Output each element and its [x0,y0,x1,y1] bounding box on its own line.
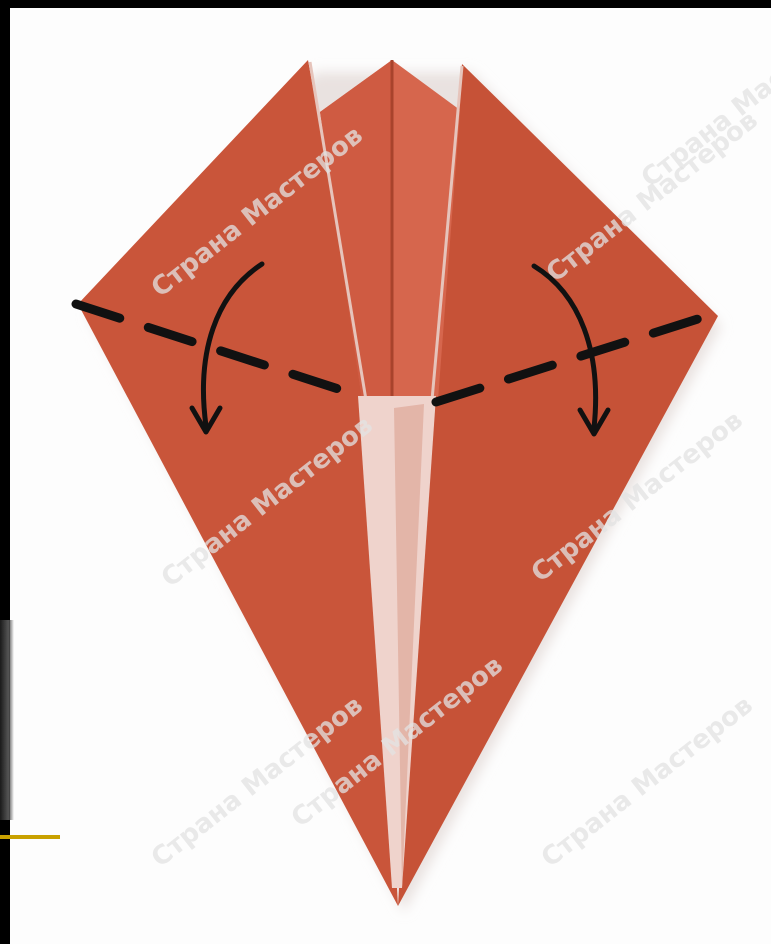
frame-edge-shade [0,620,14,820]
watermark-text: Страна Мастеров [536,690,759,873]
frame-accent-line [0,835,60,839]
origami-photo: Страна Мастеров Страна Мастеров Страна М… [10,8,771,944]
origami-illustration: Страна Мастеров Страна Мастеров Страна М… [10,8,771,944]
